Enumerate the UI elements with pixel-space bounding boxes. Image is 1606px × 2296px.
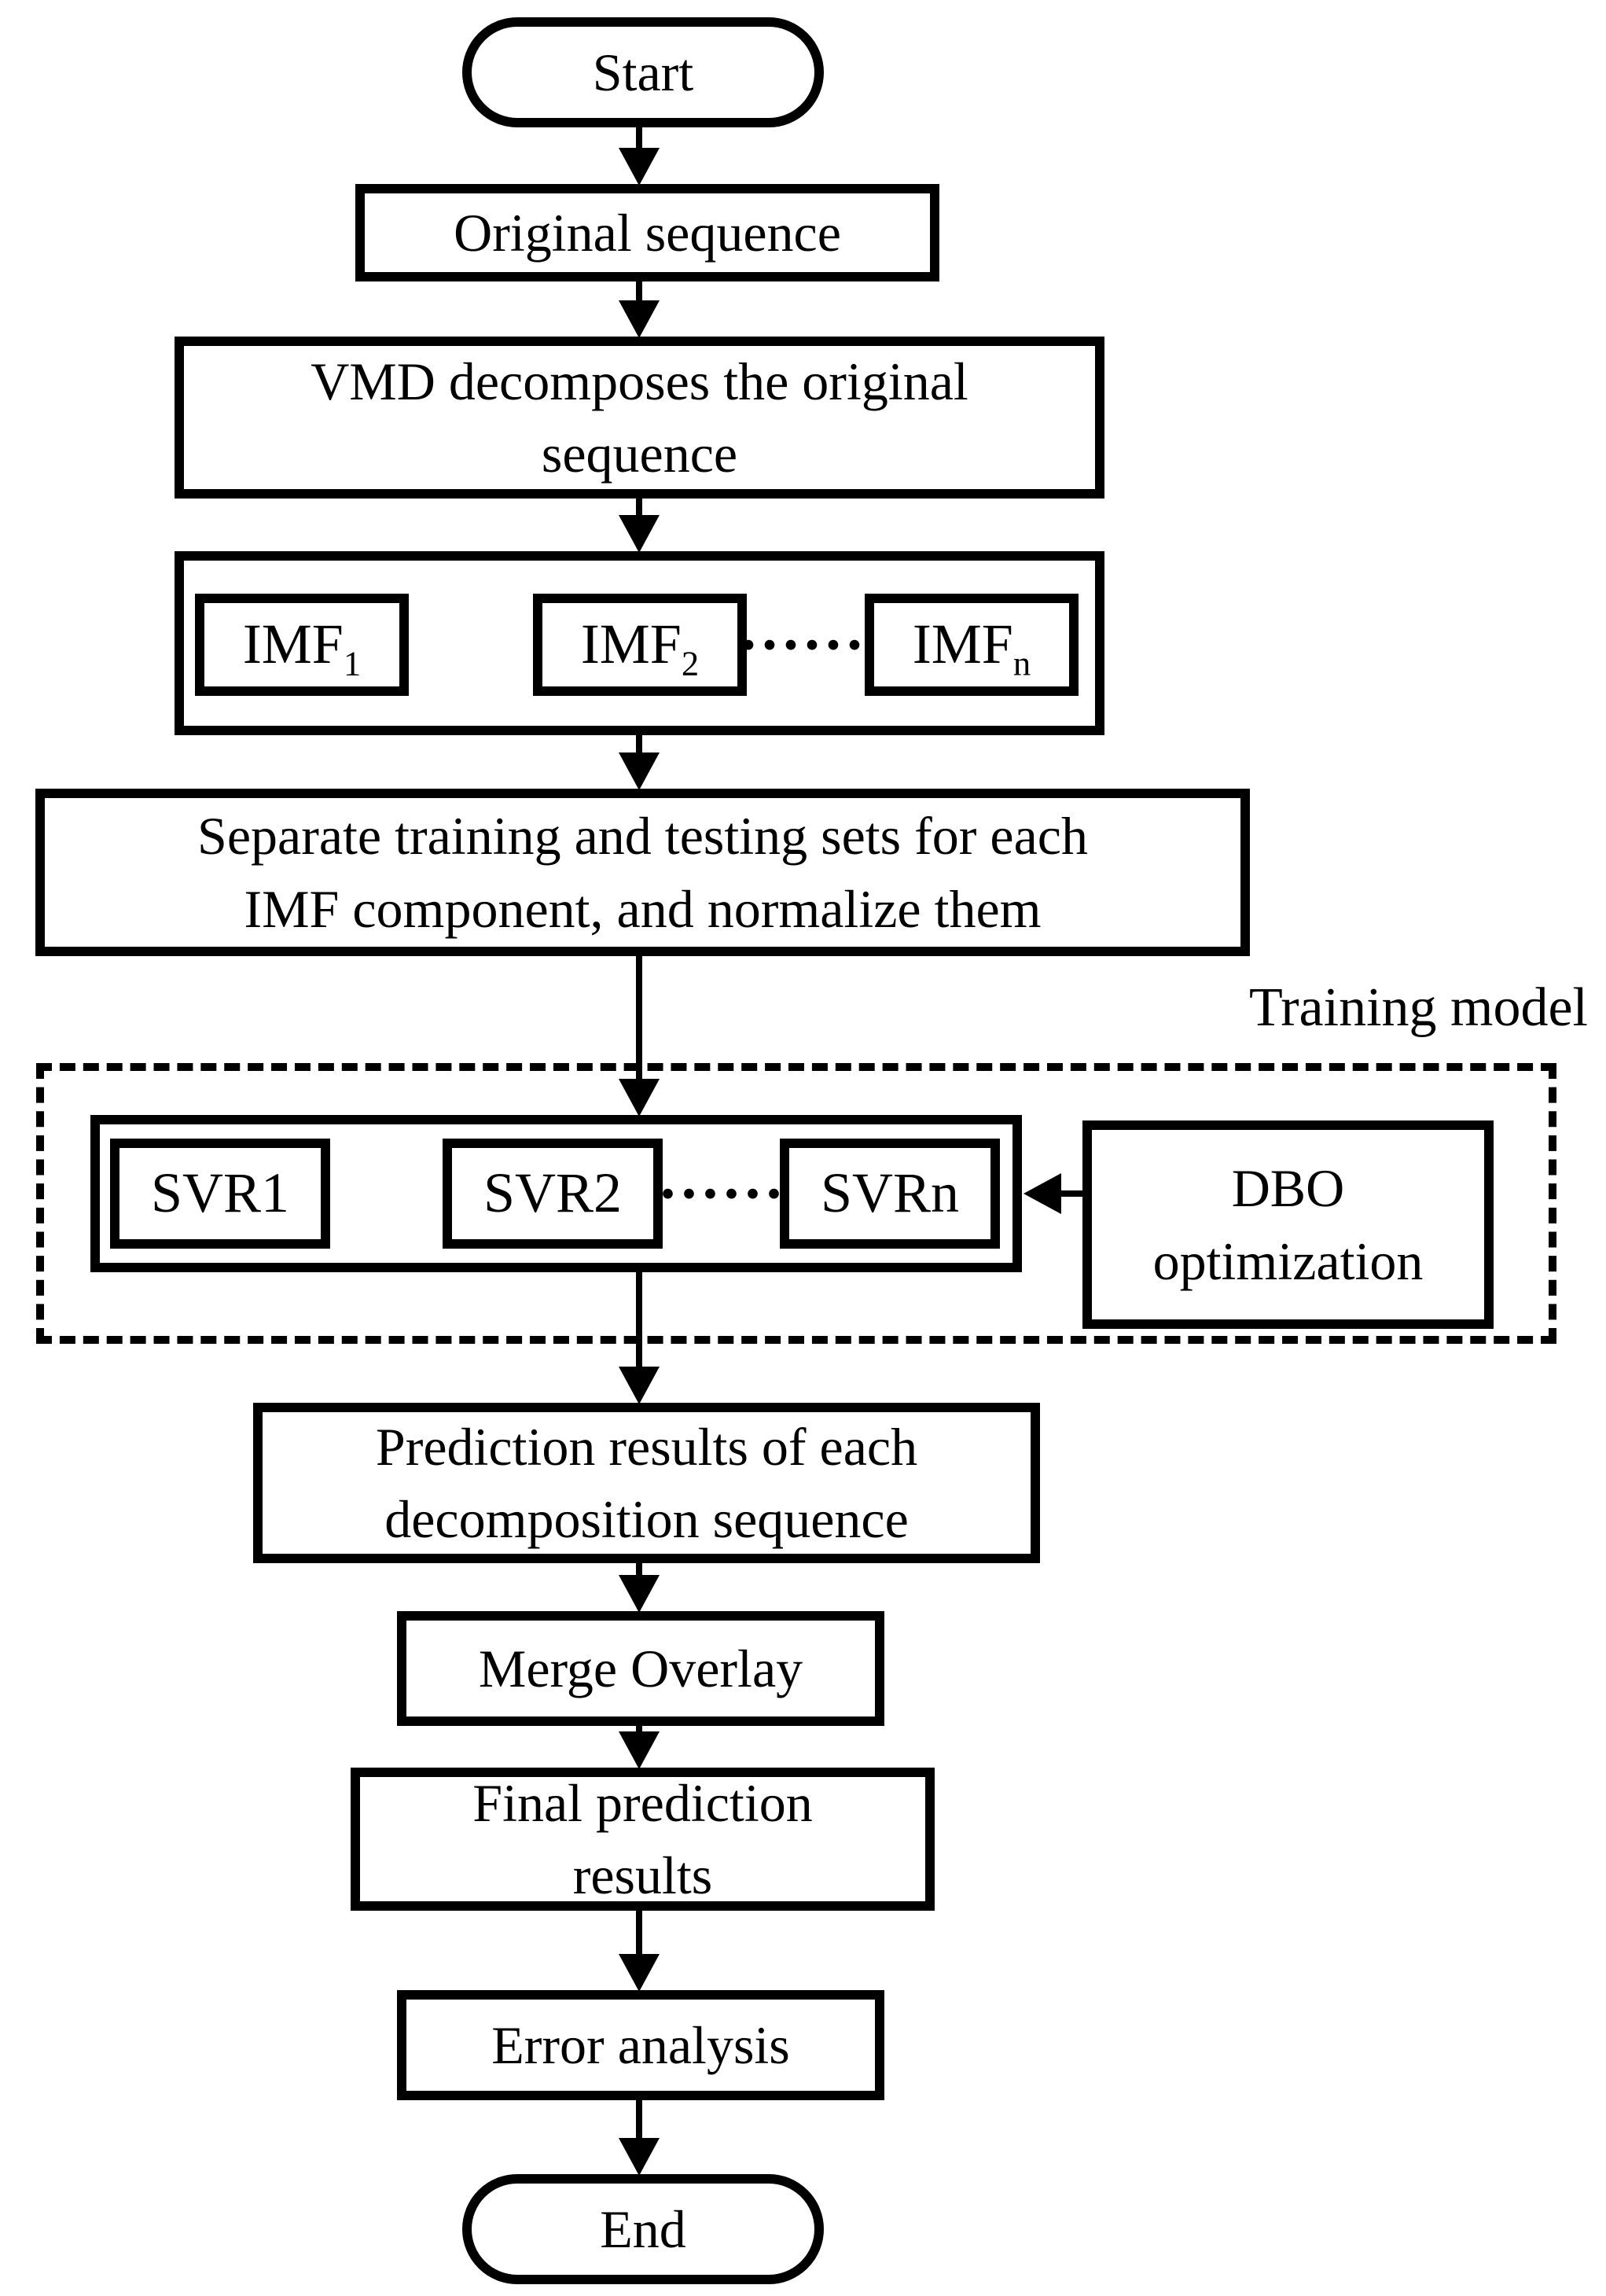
flow-arrow-dbo-to-svr: [1024, 1173, 1084, 1214]
training-model-group-label: Training model: [1248, 977, 1588, 1038]
svr1-label: SVR1: [150, 1161, 290, 1225]
dbo-label-line2: optimization: [1152, 1231, 1424, 1291]
start-node: Start: [462, 17, 824, 127]
flow-arrow-prediction-to-merge: [619, 1560, 660, 1613]
final-label-line1: Final prediction: [472, 1772, 813, 1833]
svr2-label: SVR2: [483, 1161, 623, 1225]
flow-arrow-error-to-end: [619, 2097, 660, 2176]
separate-label-line1: Separate training and testing sets for e…: [197, 806, 1088, 867]
imf1-node: IMF1: [195, 594, 409, 696]
dbo-optimization-node: DBO optimization: [1082, 1120, 1494, 1329]
original-sequence-label: Original sequence: [454, 202, 841, 263]
final-prediction-node: Final prediction results: [351, 1768, 935, 1911]
flow-arrow-vmd-to-imf: [619, 495, 660, 553]
flow-arrow-merge-to-final: [619, 1723, 660, 1769]
imfn-node: IMFn: [865, 594, 1079, 696]
flow-arrow-final-to-error: [619, 1908, 660, 1992]
flow-arrow-svr-to-prediction: [619, 1269, 660, 1404]
svrn-label: SVRn: [820, 1161, 960, 1225]
separate-normalize-node: Separate training and testing sets for e…: [35, 789, 1250, 956]
merge-overlay-label: Merge Overlay: [478, 1638, 803, 1698]
final-label-line2: results: [572, 1845, 713, 1905]
imf2-node: IMF2: [533, 594, 747, 696]
prediction-label-line2: decomposition sequence: [384, 1489, 909, 1549]
error-analysis-node: Error analysis: [397, 1990, 884, 2100]
original-sequence-node: Original sequence: [355, 184, 939, 281]
vmd-label-line1: VMD decomposes the original: [311, 351, 968, 411]
svrn-node: SVRn: [780, 1139, 1000, 1249]
error-analysis-label: Error analysis: [491, 2015, 790, 2075]
vmd-decompose-node: VMD decomposes the original sequence: [175, 337, 1104, 499]
training-model-dashed-box: [36, 1063, 1556, 1344]
svr1-node: SVR1: [110, 1139, 330, 1249]
vmd-label-line2: sequence: [541, 424, 738, 484]
merge-overlay-node: Merge Overlay: [397, 1611, 884, 1726]
imf-ellipsis-dots: ······: [737, 610, 866, 679]
svr-ellipsis-dots: ······: [657, 1159, 785, 1227]
end-label: End: [600, 2198, 686, 2259]
svr2-node: SVR2: [443, 1139, 663, 1249]
flow-arrow-imf-to-separate: [619, 732, 660, 790]
imf2-label: IMF2: [580, 613, 700, 683]
end-node: End: [462, 2174, 824, 2284]
imf1-label: IMF1: [242, 613, 362, 683]
flow-arrow-original-to-vmd: [619, 278, 660, 338]
flow-arrow-start-to-original: [619, 124, 660, 186]
flow-arrow-separate-to-svr: [619, 953, 660, 1117]
imfn-label: IMFn: [912, 613, 1031, 683]
separate-label-line2: IMF component, and normalize them: [244, 878, 1042, 939]
dbo-label-line1: DBO: [1231, 1158, 1345, 1219]
start-label: Start: [592, 42, 694, 102]
prediction-label-line1: Prediction results of each: [375, 1416, 918, 1477]
prediction-results-node: Prediction results of each decomposition…: [253, 1403, 1040, 1563]
